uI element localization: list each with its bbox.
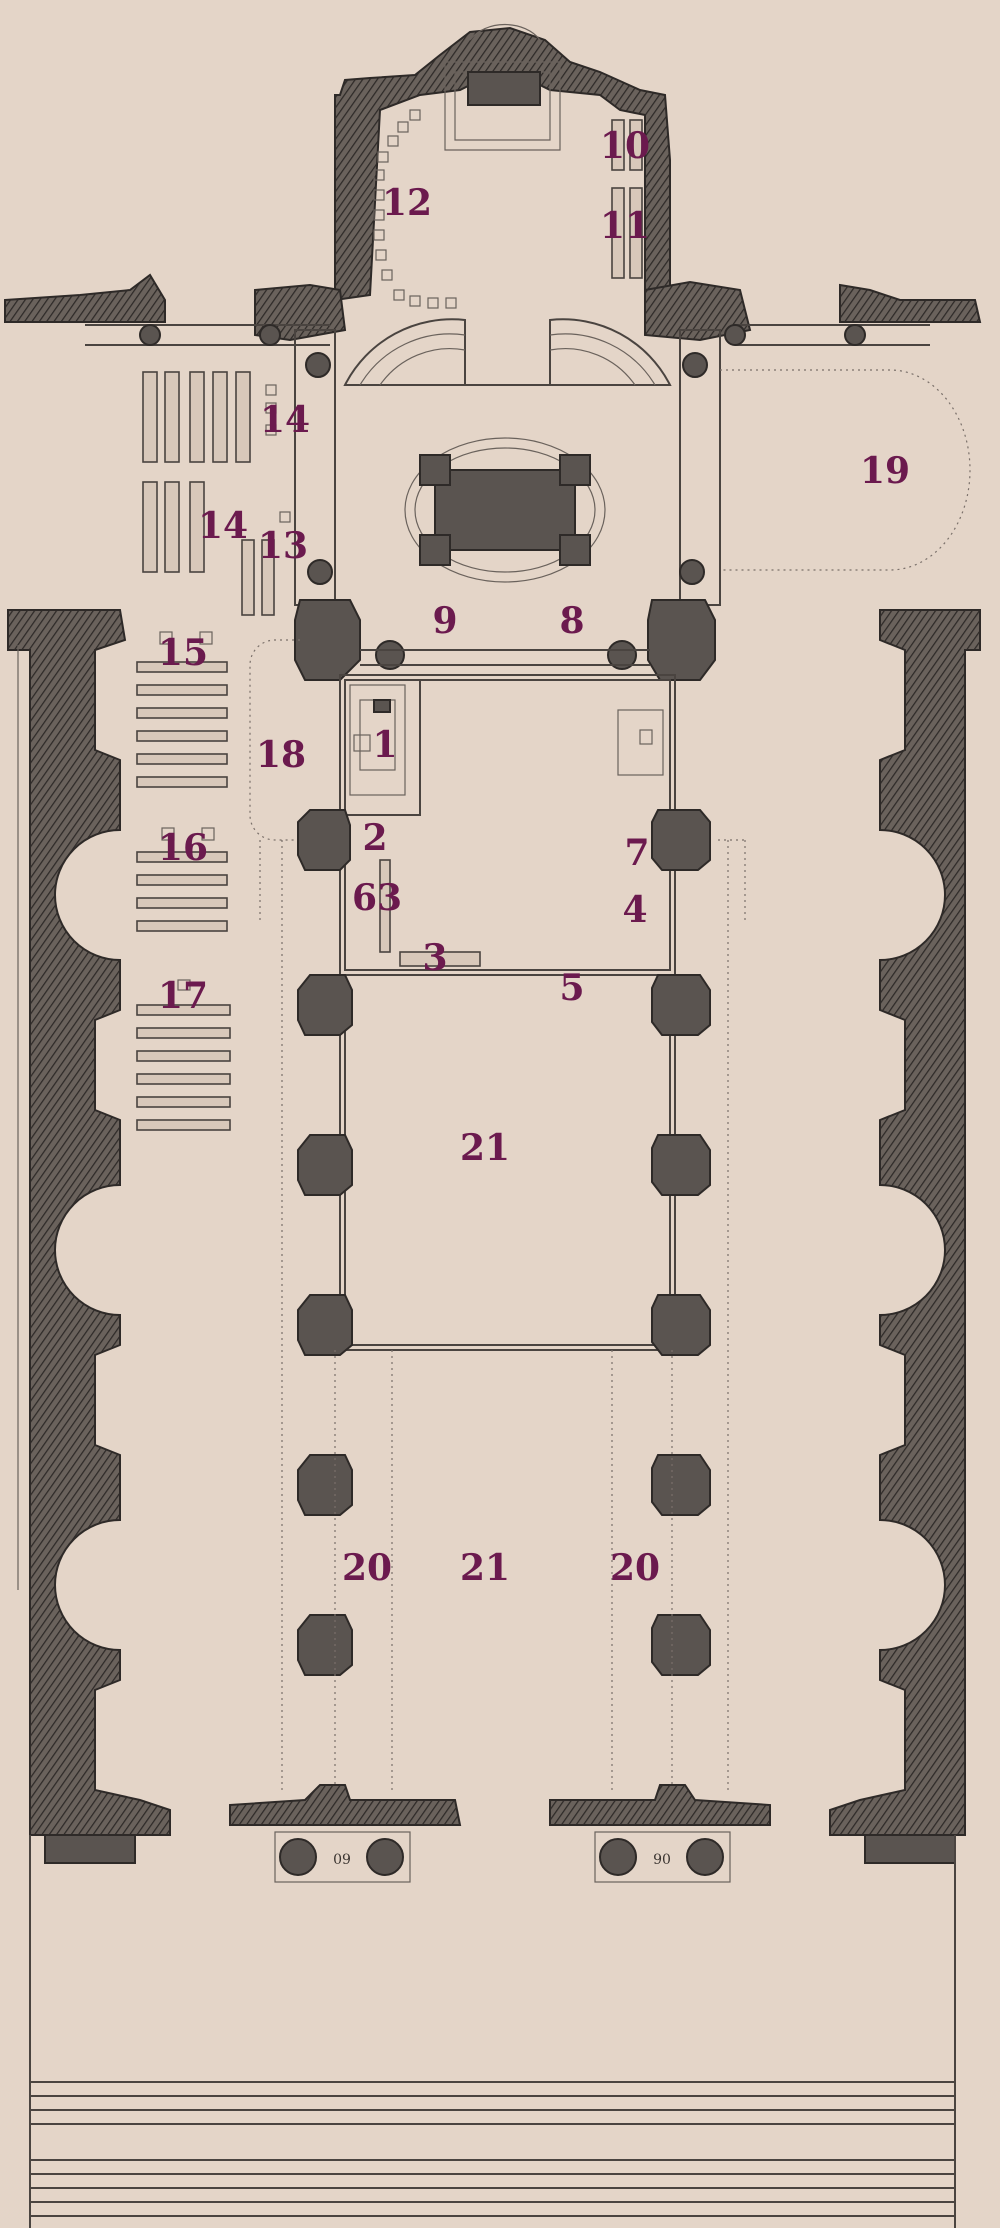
facade: 09 90 <box>29 1784 956 2228</box>
side-steps-right <box>259 839 746 920</box>
label-14-upper: 14 <box>260 399 310 441</box>
label-9: 9 <box>432 600 457 642</box>
left-outer-wall <box>7 609 171 1836</box>
label-20-right: 20 <box>610 1547 660 1589</box>
label-3: 3 <box>422 937 447 979</box>
label-13: 13 <box>258 525 308 567</box>
right-outer-wall <box>829 609 981 1836</box>
label-63: 63 <box>352 877 402 919</box>
aisle-lines <box>281 840 729 1790</box>
label-15: 15 <box>158 632 208 674</box>
label-17: 17 <box>158 975 208 1017</box>
door-mark-left: 09 <box>333 1852 351 1868</box>
label-21-lower: 21 <box>460 1547 510 1589</box>
choir-enclosure <box>339 674 676 1351</box>
label-5: 5 <box>559 967 584 1009</box>
apse-stairs <box>343 318 672 386</box>
crossing-piers <box>294 599 716 681</box>
label-8: 8 <box>559 600 584 642</box>
chapel-18 <box>249 639 300 841</box>
label-1: 1 <box>372 724 397 766</box>
label-16: 16 <box>158 827 208 869</box>
label-19: 19 <box>860 450 910 492</box>
crossing <box>294 329 721 606</box>
transept-walls <box>4 273 982 346</box>
nave-piers <box>297 809 711 1676</box>
plan-labels: 1 2 63 3 4 5 7 8 9 10 11 12 13 14 14 15 … <box>158 125 910 1589</box>
label-21-upper: 21 <box>460 1127 510 1169</box>
pews-upper-left <box>142 371 291 616</box>
label-10: 10 <box>600 125 650 167</box>
label-14-lower: 14 <box>198 505 248 547</box>
label-4: 4 <box>622 889 647 931</box>
apse-seating <box>373 109 643 309</box>
apse <box>334 23 671 302</box>
front-steps <box>30 2081 955 2217</box>
label-7: 7 <box>624 832 649 874</box>
label-2: 2 <box>362 817 387 859</box>
label-20-left: 20 <box>342 1547 392 1589</box>
door-mark-right: 90 <box>653 1852 671 1868</box>
side-chapel-19 <box>720 369 971 571</box>
label-18: 18 <box>256 734 306 776</box>
pews-left-aisle <box>136 631 231 1131</box>
label-11: 11 <box>600 205 650 247</box>
label-12: 12 <box>382 182 432 224</box>
